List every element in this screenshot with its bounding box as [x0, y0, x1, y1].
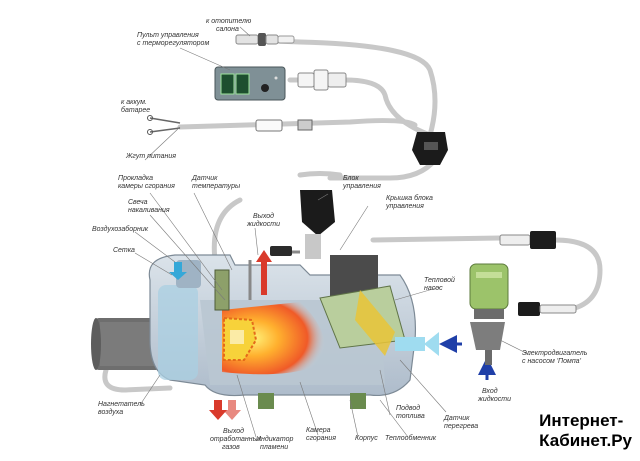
label-combustion-gasket-2: камеры сгорания	[118, 183, 175, 190]
label-electric-pump-2: с насосом 'Помпа'	[522, 358, 582, 365]
label-liquid-inlet-2: жидкости	[477, 395, 511, 403]
label-temp-sensor-2: температуры	[192, 183, 241, 190]
label-exhaust-3: газов	[222, 444, 240, 451]
label-control-unit-cover-1: Крышка блока	[386, 194, 433, 202]
label-heater-outlet-2: салона	[216, 26, 239, 33]
label-control-panel-1: Пульт управления	[137, 32, 199, 39]
control-unit-connector	[300, 190, 335, 259]
labels: к отопителю салона Пульт управления с те…	[92, 18, 588, 451]
label-heater-outlet-1: к отопителю	[206, 18, 252, 25]
label-overheat-sensor-1: Датчик	[443, 415, 470, 422]
main-connector	[412, 132, 448, 165]
panel-plug	[297, 69, 347, 91]
label-glow-plug-1: Свеча	[128, 199, 148, 206]
label-power-harness: Жгут питания	[125, 153, 176, 160]
electric-pump	[469, 263, 509, 365]
label-combustion-chamber-2: сгорания	[306, 435, 336, 442]
pump-connectors	[499, 231, 577, 316]
label-liquid-inlet-1: Вход	[482, 387, 498, 395]
label-glow-plug-2: накаливания	[128, 207, 170, 214]
label-control-panel-2: с терморегулятором	[137, 40, 209, 47]
label-heat-pump-1: Тепловой	[424, 276, 455, 284]
label-liquid-outlet-2: жидкости	[246, 220, 280, 228]
label-fuel-supply-2: топлива	[396, 413, 425, 420]
label-fuel-supply-1: Подвод	[396, 404, 420, 412]
blue-intake-arrow	[169, 262, 187, 280]
label-flame-indicator-1: Индикатор	[256, 435, 293, 443]
leader-lines	[134, 26, 531, 438]
label-overheat-sensor-2: перегрева	[444, 423, 478, 430]
label-exhaust-2: отработанных	[210, 435, 262, 443]
label-battery-2: батарее	[121, 106, 150, 114]
liquid-inlet-flow	[395, 332, 496, 380]
combustion-flame	[222, 302, 326, 375]
heater-outlet-connector	[235, 33, 295, 46]
label-air-blower-2: воздуха	[98, 408, 123, 416]
label-liquid-outlet-1: Выход	[253, 212, 274, 220]
label-electric-pump-1: Электродвигатель	[522, 349, 588, 357]
watermark-line-2: Кабинет.Ру	[539, 431, 632, 450]
battery-wires	[147, 115, 313, 135]
label-temp-sensor-1: Датчик	[191, 175, 218, 182]
label-mesh: Сетка	[113, 247, 135, 254]
control-panel	[214, 66, 286, 101]
watermark-line-1: Интернет-	[539, 411, 624, 430]
label-heat-exchanger: Теплообменник	[385, 434, 437, 442]
label-air-blower-1: Нагнетатель	[98, 401, 145, 408]
label-exhaust-1: Выход	[223, 427, 244, 435]
label-control-unit-2: управления	[342, 183, 381, 190]
label-combustion-chamber-1: Камера	[306, 427, 331, 434]
label-housing: Корпус	[355, 435, 378, 442]
watermark: Интернет- Кабинет.Ру	[539, 411, 632, 451]
heat-exchanger-fins	[258, 393, 366, 409]
label-control-unit-1: Блок	[343, 175, 359, 182]
label-battery-1: к аккум.	[121, 99, 147, 106]
label-combustion-gasket-1: Прокладка	[118, 174, 153, 182]
hose-network	[102, 37, 603, 393]
label-air-intake: Воздухозаборник	[92, 225, 149, 233]
label-control-unit-cover-2: управления	[385, 203, 424, 210]
label-flame-indicator-2: пламени	[260, 444, 288, 451]
liquid-outlet-pipe	[248, 246, 300, 300]
air-blower	[91, 318, 163, 370]
red-arrows	[209, 250, 272, 420]
label-heat-pump-2: насос	[424, 285, 443, 292]
